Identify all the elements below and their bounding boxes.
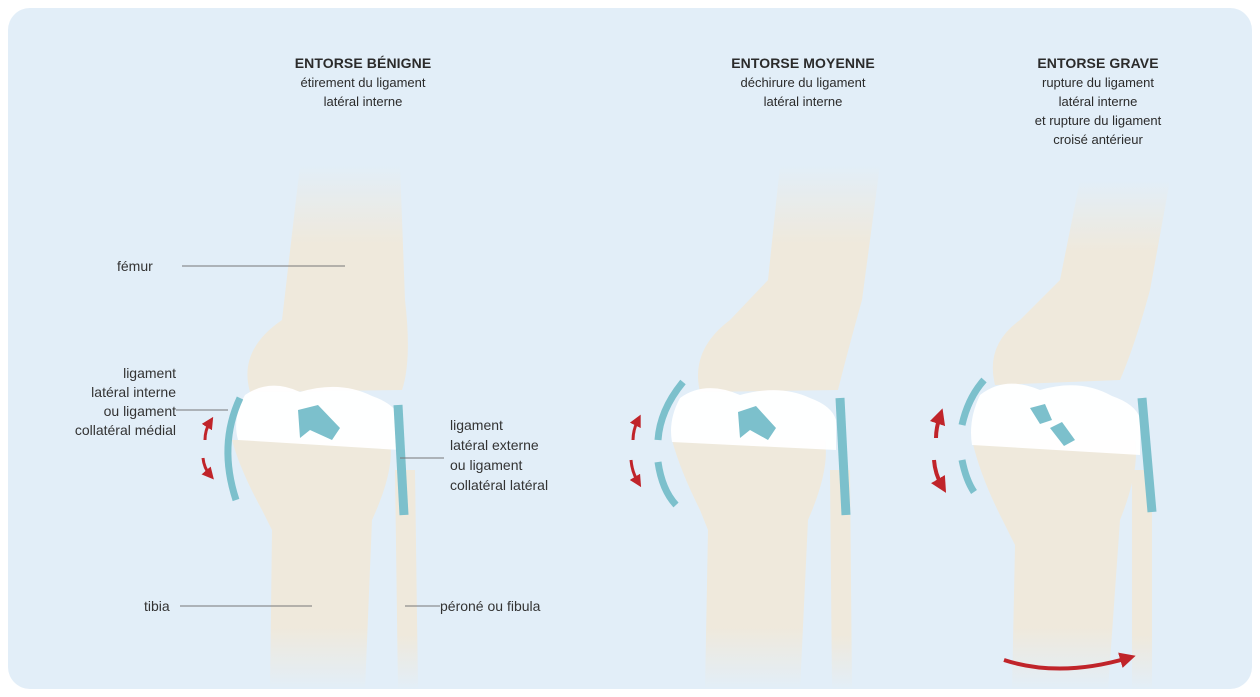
stress-arrow-down xyxy=(934,460,942,486)
panel-description-line: latéral interne xyxy=(998,92,1198,111)
label-lateral-ligament: ligament latéral externe ou ligament col… xyxy=(450,415,548,495)
stress-arrow-down xyxy=(631,460,638,482)
lateral-ligament xyxy=(840,398,846,515)
panel-description-line: croisé antérieur xyxy=(998,130,1198,149)
panel-description-line: déchirure du ligament xyxy=(703,73,903,92)
panel-description-line: rupture du ligament xyxy=(998,73,1198,92)
label-tibia: tibia xyxy=(144,596,170,616)
label-line: ligament xyxy=(48,364,176,383)
tibia-bone xyxy=(672,440,826,689)
stress-arrow-up xyxy=(205,422,210,440)
tibia-bone xyxy=(972,440,1136,689)
cartilage xyxy=(971,384,1140,455)
femur-bone xyxy=(247,165,407,392)
panel-header-moderate: ENTORSE MOYENNE déchirure du ligament la… xyxy=(703,54,903,111)
knee-benign xyxy=(176,165,444,689)
tibia-bone xyxy=(232,440,391,689)
medial-ligament-lower xyxy=(962,460,974,492)
panel-title: ENTORSE MOYENNE xyxy=(703,54,903,73)
label-femur: fémur xyxy=(117,256,153,276)
panel-title: ENTORSE BÉNIGNE xyxy=(263,54,463,73)
panel-description-line: latéral interne xyxy=(263,92,463,111)
stress-arrow-up xyxy=(936,416,940,438)
panel-title: ENTORSE GRAVE xyxy=(998,54,1198,73)
lateral-ligament xyxy=(398,405,404,515)
stress-arrow-down xyxy=(203,458,210,475)
label-fibula: péroné ou fibula xyxy=(440,596,540,616)
label-line: ou ligament xyxy=(450,455,548,475)
knee-severe xyxy=(934,180,1170,689)
label-line: ou ligament xyxy=(48,402,176,421)
panel-description-line: latéral interne xyxy=(703,92,903,111)
label-line: collatéral médial xyxy=(48,421,176,440)
femur-bone xyxy=(698,165,880,392)
stress-arrow-up xyxy=(633,420,638,440)
panel-header-severe: ENTORSE GRAVE rupture du ligament latéra… xyxy=(998,54,1198,149)
panel-description-line: étirement du ligament xyxy=(263,73,463,92)
label-line: latéral externe xyxy=(450,435,548,455)
panel-header-benign: ENTORSE BÉNIGNE étirement du ligament la… xyxy=(263,54,463,111)
knee-moderate xyxy=(631,165,880,689)
label-line: collatéral latéral xyxy=(450,475,548,495)
femur-bone xyxy=(993,180,1170,385)
medial-ligament-lower xyxy=(658,462,676,505)
label-medial-ligament: ligament latéral interne ou ligament col… xyxy=(48,364,176,440)
label-line: ligament xyxy=(450,415,548,435)
panel-description-line: et rupture du ligament xyxy=(998,111,1198,130)
label-line: latéral interne xyxy=(48,383,176,402)
diagram-panel: ENTORSE BÉNIGNE étirement du ligament la… xyxy=(8,8,1252,689)
